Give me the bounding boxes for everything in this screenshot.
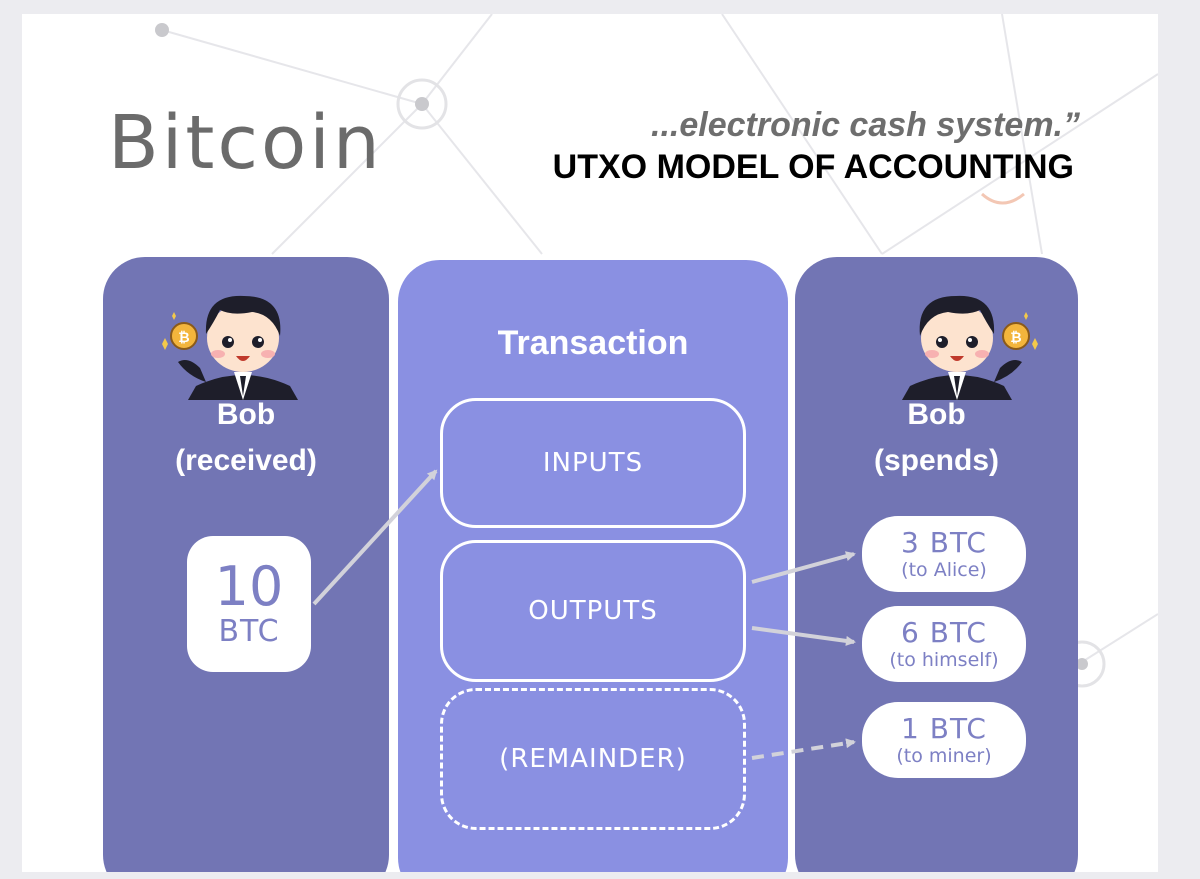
output-recipient: (to Alice) bbox=[901, 559, 987, 581]
bob-avatar-icon: ₿ bbox=[902, 295, 1038, 400]
output-amount: 6 BTC bbox=[901, 616, 987, 649]
background-network-graphic bbox=[155, 14, 1158, 688]
remainder-box: (REMAINDER) bbox=[440, 688, 746, 830]
bob-avatar-icon: ₿ bbox=[162, 295, 298, 400]
transaction-title: Transaction bbox=[497, 324, 689, 362]
recipient-role: (spends) bbox=[873, 444, 999, 477]
recipient-name: Bob bbox=[907, 398, 966, 431]
output-pill: 3 BTC (to Alice) bbox=[862, 516, 1026, 592]
inputs-box: INPUTS bbox=[440, 398, 746, 528]
output-amount: 1 BTC bbox=[901, 712, 987, 745]
utxo-unit: BTC bbox=[218, 614, 280, 649]
output-recipient: (to miner) bbox=[896, 745, 992, 767]
sender-name: Bob bbox=[216, 398, 276, 431]
svg-text:₿: ₿ bbox=[178, 330, 189, 346]
page-title: UTXO MODEL OF ACCOUNTING bbox=[552, 148, 1074, 186]
output-pill: 6 BTC (to himself) bbox=[862, 606, 1026, 682]
output-recipient: (to himself) bbox=[889, 649, 999, 671]
svg-text:₿: ₿ bbox=[1010, 330, 1021, 346]
sender-role: (received) bbox=[175, 444, 317, 477]
output-amount: 3 BTC bbox=[901, 526, 987, 559]
utxo-amount: 10 bbox=[214, 555, 284, 618]
tagline: ...electronic cash system.” bbox=[651, 106, 1080, 144]
output-pill: 1 BTC (to miner) bbox=[862, 702, 1026, 778]
slide: Bitcoin ...electronic cash system.” UTXO… bbox=[22, 14, 1158, 872]
bitcoin-logo: Bitcoin bbox=[108, 100, 383, 186]
received-utxo-card: 10 BTC bbox=[187, 536, 311, 672]
outputs-box: OUTPUTS bbox=[440, 540, 746, 682]
